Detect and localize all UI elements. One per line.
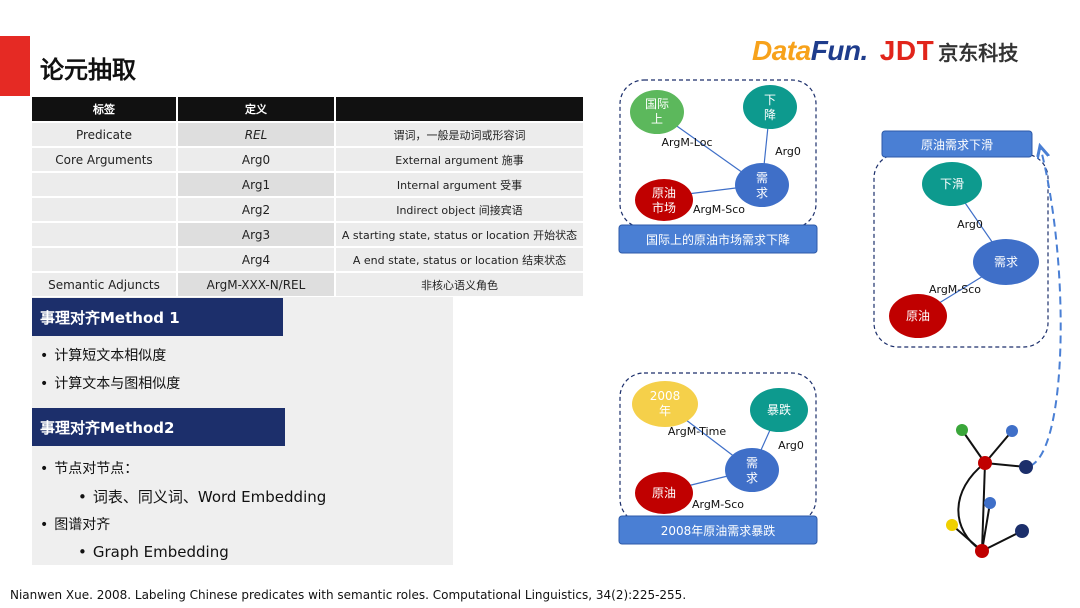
description-cell: 谓词，一般是动词或形容词 [336,121,585,146]
graph2-node-label: 原油 [652,486,676,500]
label-cell [32,246,178,271]
label-cell [32,171,178,196]
list-item: •Graph Embedding [78,543,229,561]
definition-cell: Arg1 [178,171,336,196]
list-item: •计算短文本相似度 [40,348,167,364]
table-row: Arg1 Internal argument 受事 [32,171,585,196]
column-header [336,97,585,121]
table-row: Arg2 Indirect object 间接宾语 [32,196,585,221]
graph2-node-label: 暴跌 [767,402,791,417]
alignment-arrow [1029,146,1062,467]
definition-cell: Arg4 [178,246,336,271]
table-row: Predicate REL 谓词，一般是动词或形容词 [32,121,585,146]
graph1-node-label: 需 [756,171,768,185]
list-item: •图谱对齐 [40,517,111,533]
graph3-node-label: 需求 [994,255,1018,269]
description-cell: External argument 施事 [336,146,585,171]
graph3-title-text: 原油需求下滑 [921,138,993,152]
table-row: Semantic Adjuncts ArgM-XXX-N/REL 非核心语义角色 [32,271,585,296]
graph1-node-label: 国际 [645,97,669,111]
description-cell: Indirect object 间接宾语 [336,196,585,221]
description-cell: 非核心语义角色 [336,271,585,296]
graph1-node-label: 上 [651,112,663,126]
graph1-node-label: 市场 [652,200,676,215]
graph3-title [881,130,1033,158]
jdt-logo: JDT [879,35,935,66]
graph2-caption-text: 2008年原油需求暴跌 [661,523,776,538]
column-header: 定义 [178,97,336,121]
graph1-node-oil-market [635,179,693,221]
description-cell: Internal argument 受事 [336,171,585,196]
graph1-edge-label: ArgM-Sco [693,203,745,216]
definition-cell: Arg3 [178,221,336,246]
graph3-node-demand [973,239,1039,285]
graph3-node-oil [889,294,947,338]
table-row: Arg4 A end state, status or location 结束状… [32,246,585,271]
description-cell: A starting state, status or location 开始状… [336,221,585,246]
graph3-node-label: 原油 [906,309,930,323]
graph1-edge-label: ArgM-Loc [661,136,712,149]
citation-footer: Nianwen Xue. 2008. Labeling Chinese pred… [10,588,687,602]
graph2-node-label: 年 [659,404,671,418]
list-item: •计算文本与图相似度 [40,376,181,392]
accent-bar [0,36,30,96]
graph2-edge-label: ArgM-Time [668,425,726,438]
graph2-node-label: 需 [746,456,758,470]
list-item: •节点对节点： [40,461,139,477]
method1-heading: 事理对齐Method 1 [32,298,283,336]
graph2-node-oil [635,472,693,514]
jd-tech-logo-text: 京东科技 [938,40,1019,65]
graph3-edge-label: ArgM-Sco [929,283,981,296]
definition-cell: Arg2 [178,196,336,221]
label-cell: Semantic Adjuncts [32,271,178,296]
label-cell: Predicate [32,121,178,146]
label-cell [32,196,178,221]
graph2-node-year [632,381,698,427]
graph1-caption [618,224,818,254]
definition-cell: Arg0 [178,146,336,171]
network-graph-icon [946,424,1033,558]
description-cell: A end state, status or location 结束状态 [336,246,585,271]
semantic-role-table: 标签 定义 Predicate REL 谓词，一般是动词或形容词 Core Ar… [32,97,585,296]
graph1-node-label: 降 [764,108,776,122]
graph1-node-intl [630,90,684,134]
graph1-caption-text: 国际上的原油市场需求下降 [646,232,790,247]
graph1-node-label: 下 [764,93,776,107]
definition-cell: REL [178,121,336,146]
graph1-node-label: 原油 [652,186,676,200]
graph1-frame [619,79,817,229]
graph3-node-slide [922,162,982,206]
graph1-edge-label: Arg0 [775,145,801,158]
label-cell: Core Arguments [32,146,178,171]
brand-logos: DataFun. JDT 京东科技 [752,34,1018,68]
list-item: •词表、同义词、Word Embedding [78,488,327,506]
graph2-edge-label: ArgM-Sco [692,498,744,511]
table-header-row: 标签 定义 [32,97,585,121]
graph2-node-label: 2008 [650,389,681,403]
column-header: 标签 [32,97,178,121]
graph2-edge-label: Arg0 [778,439,804,452]
method2-heading: 事理对齐Method2 [32,408,285,446]
graph2-node-label: 求 [746,471,758,485]
graph3-node-label: 下滑 [940,177,964,191]
graph1-node-decline [743,85,797,129]
page-title: 论元抽取 [40,56,136,84]
graph3-edge-label: Arg0 [957,218,983,231]
graph2-node-demand [725,448,779,492]
label-cell [32,221,178,246]
definition-cell: ArgM-XXX-N/REL [178,271,336,296]
graph1-node-demand [735,163,789,207]
table-row: Arg3 A starting state, status or locatio… [32,221,585,246]
graph2-node-plunge [750,388,808,432]
graph2-frame [619,372,817,524]
table-row: Core Arguments Arg0 External argument 施事 [32,146,585,171]
graph2-caption [618,515,818,545]
graph1-node-label: 求 [756,186,768,200]
datafun-logo: DataFun. [752,35,868,66]
